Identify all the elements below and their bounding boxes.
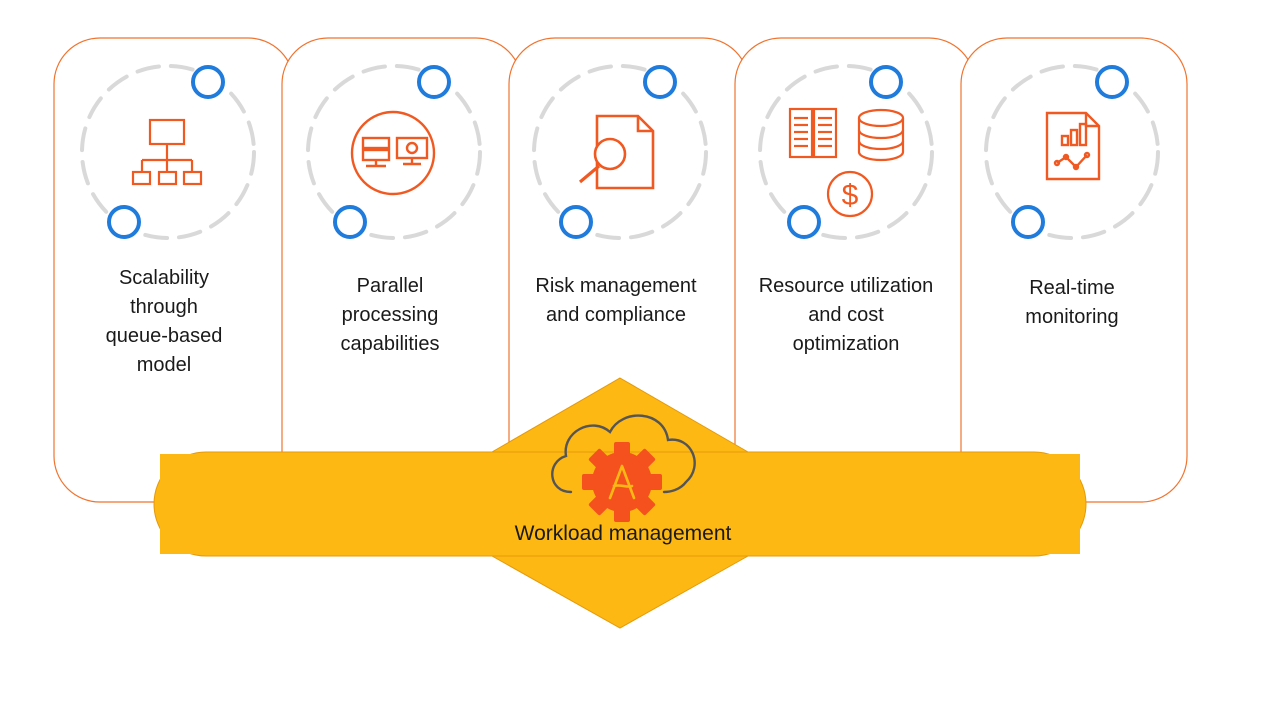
dashed-ring-2 <box>306 64 482 240</box>
card-parallel <box>281 37 523 503</box>
document-search-icon <box>578 114 655 190</box>
label-line: and compliance <box>545 304 687 326</box>
card-monitoring <box>960 37 1188 503</box>
label-line: processing <box>341 304 439 326</box>
dashed-ring-5 <box>984 64 1160 240</box>
label-line: capabilities <box>340 333 440 355</box>
dashed-ring-4 <box>758 64 934 240</box>
ring-dot-1b <box>107 205 141 239</box>
feature-label-monitoring: Real-time monitoring <box>962 274 1182 332</box>
banner-label: Workload management <box>514 522 732 545</box>
label-line: model <box>136 354 192 376</box>
ring-dot-5a <box>1095 65 1129 99</box>
ring-dot-4a <box>869 65 903 99</box>
label-line: Risk management <box>535 275 697 297</box>
server-monitor-icon <box>350 110 436 196</box>
server-database-dollar-icon: $ <box>788 107 905 218</box>
label-line: optimization <box>792 333 900 355</box>
svg-text:$: $ <box>842 179 859 212</box>
ring-dot-3a <box>643 65 677 99</box>
cloud-gear-icon <box>551 414 696 522</box>
ring-dot-3b <box>559 205 593 239</box>
label-line: monitoring <box>1025 306 1119 328</box>
feature-label-risk: Risk management and compliance <box>506 272 726 330</box>
ring-dot-5b <box>1011 205 1045 239</box>
dashed-ring-3 <box>532 64 708 240</box>
label-line: queue-based <box>105 325 223 347</box>
label-line: Parallel <box>356 275 424 297</box>
hierarchy-icon <box>131 118 203 186</box>
ring-dot-4b <box>787 205 821 239</box>
label-line: through <box>130 296 198 318</box>
ring-dot-2b <box>333 205 367 239</box>
dashed-ring-1 <box>80 64 256 240</box>
ring-dot-1a <box>191 65 225 99</box>
label-line: Real-time <box>1029 277 1115 299</box>
ring-dot-2a <box>417 65 451 99</box>
report-chart-icon <box>1045 111 1101 181</box>
label-line: Resource utilization <box>758 275 934 297</box>
feature-label-parallel: Parallel processing capabilities <box>280 272 500 359</box>
label-line: Scalability <box>118 267 210 289</box>
feature-label-scalability: Scalability through queue-based model <box>54 264 274 380</box>
feature-label-resource: Resource utilization and cost optimizati… <box>732 272 960 359</box>
label-line: and cost <box>808 304 884 326</box>
